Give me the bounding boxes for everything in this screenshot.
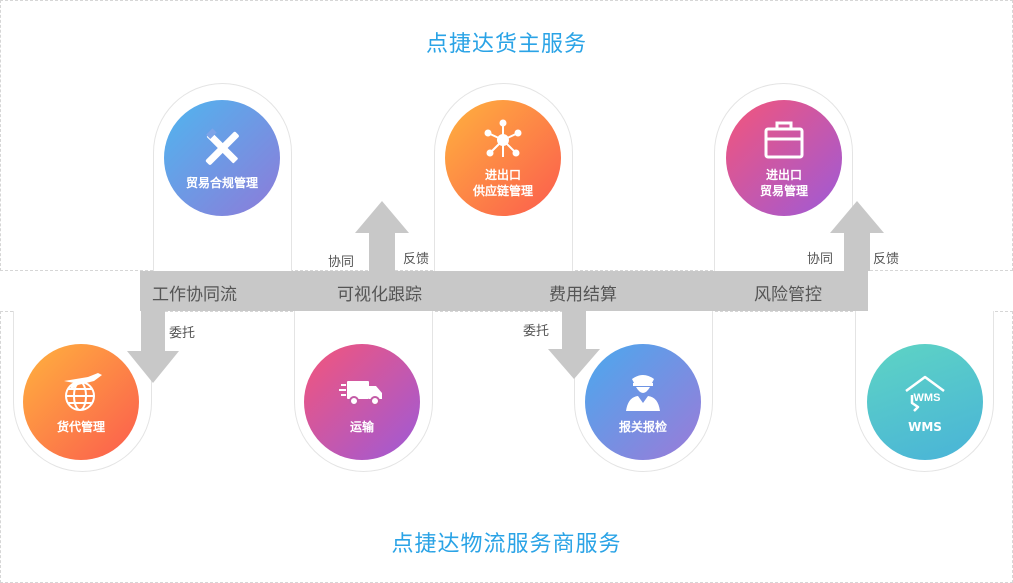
service-label: 运输 [349,420,374,434]
entrust-label-2: 委托 [523,324,550,339]
service-label-line1: 进出口 [484,168,521,182]
service-transport[interactable]: 运输 [304,344,420,460]
customs-officer-icon [626,375,660,411]
workflow-item-risk-control: 风险管控 [754,285,822,305]
feedback-label-2: 反馈 [873,252,900,267]
workflow-band [140,271,868,311]
service-label-line2: 供应链管理 [472,184,533,198]
service-label: 报关报检 [618,420,667,434]
network-icon [484,119,522,157]
cooperate-arrow-up-1 [355,201,409,271]
cooperate-label-1: 协同 [328,255,355,270]
service-freight-forwarding[interactable]: 货代管理 [23,344,139,460]
service-label: 贸易合规管理 [185,176,258,190]
truck-icon [339,381,382,406]
shipper-services-title: 点捷达货主服务 [425,32,587,57]
cooperate-label-2: 协同 [807,252,834,267]
cooperate-arrow-up-2 [830,201,884,271]
service-supply-chain[interactable]: 进出口 供应链管理 [445,100,561,216]
entrust-arrow-down-1 [127,311,179,383]
service-label: 货代管理 [56,420,105,434]
service-label-line2: 贸易管理 [759,184,808,198]
entrust-label-1: 委托 [169,326,196,341]
service-customs[interactable]: 报关报检 [585,344,701,460]
plane-globe-icon [64,373,102,411]
service-wms[interactable]: WMS WMS [867,344,983,460]
workflow-item-visual-tracking: 可视化跟踪 [337,285,422,305]
entrust-arrow-down-2 [548,311,600,379]
workflow-item-settlement: 费用结算 [549,285,617,305]
service-label-line1: 进出口 [765,168,802,182]
briefcase-icon [764,121,804,159]
wms-warehouse-icon: WMS [905,375,945,412]
wms-icon-text: WMS [914,392,941,404]
feedback-label-1: 反馈 [403,252,430,267]
service-trade-management[interactable]: 进出口 贸易管理 [726,100,842,216]
service-label: WMS [908,420,942,434]
service-trade-compliance[interactable]: 贸易合规管理 [164,100,280,216]
tools-icon [205,128,239,165]
logistics-services-title: 点捷达物流服务商服务 [391,532,622,557]
workflow-item-collaboration: 工作协同流 [152,285,237,305]
